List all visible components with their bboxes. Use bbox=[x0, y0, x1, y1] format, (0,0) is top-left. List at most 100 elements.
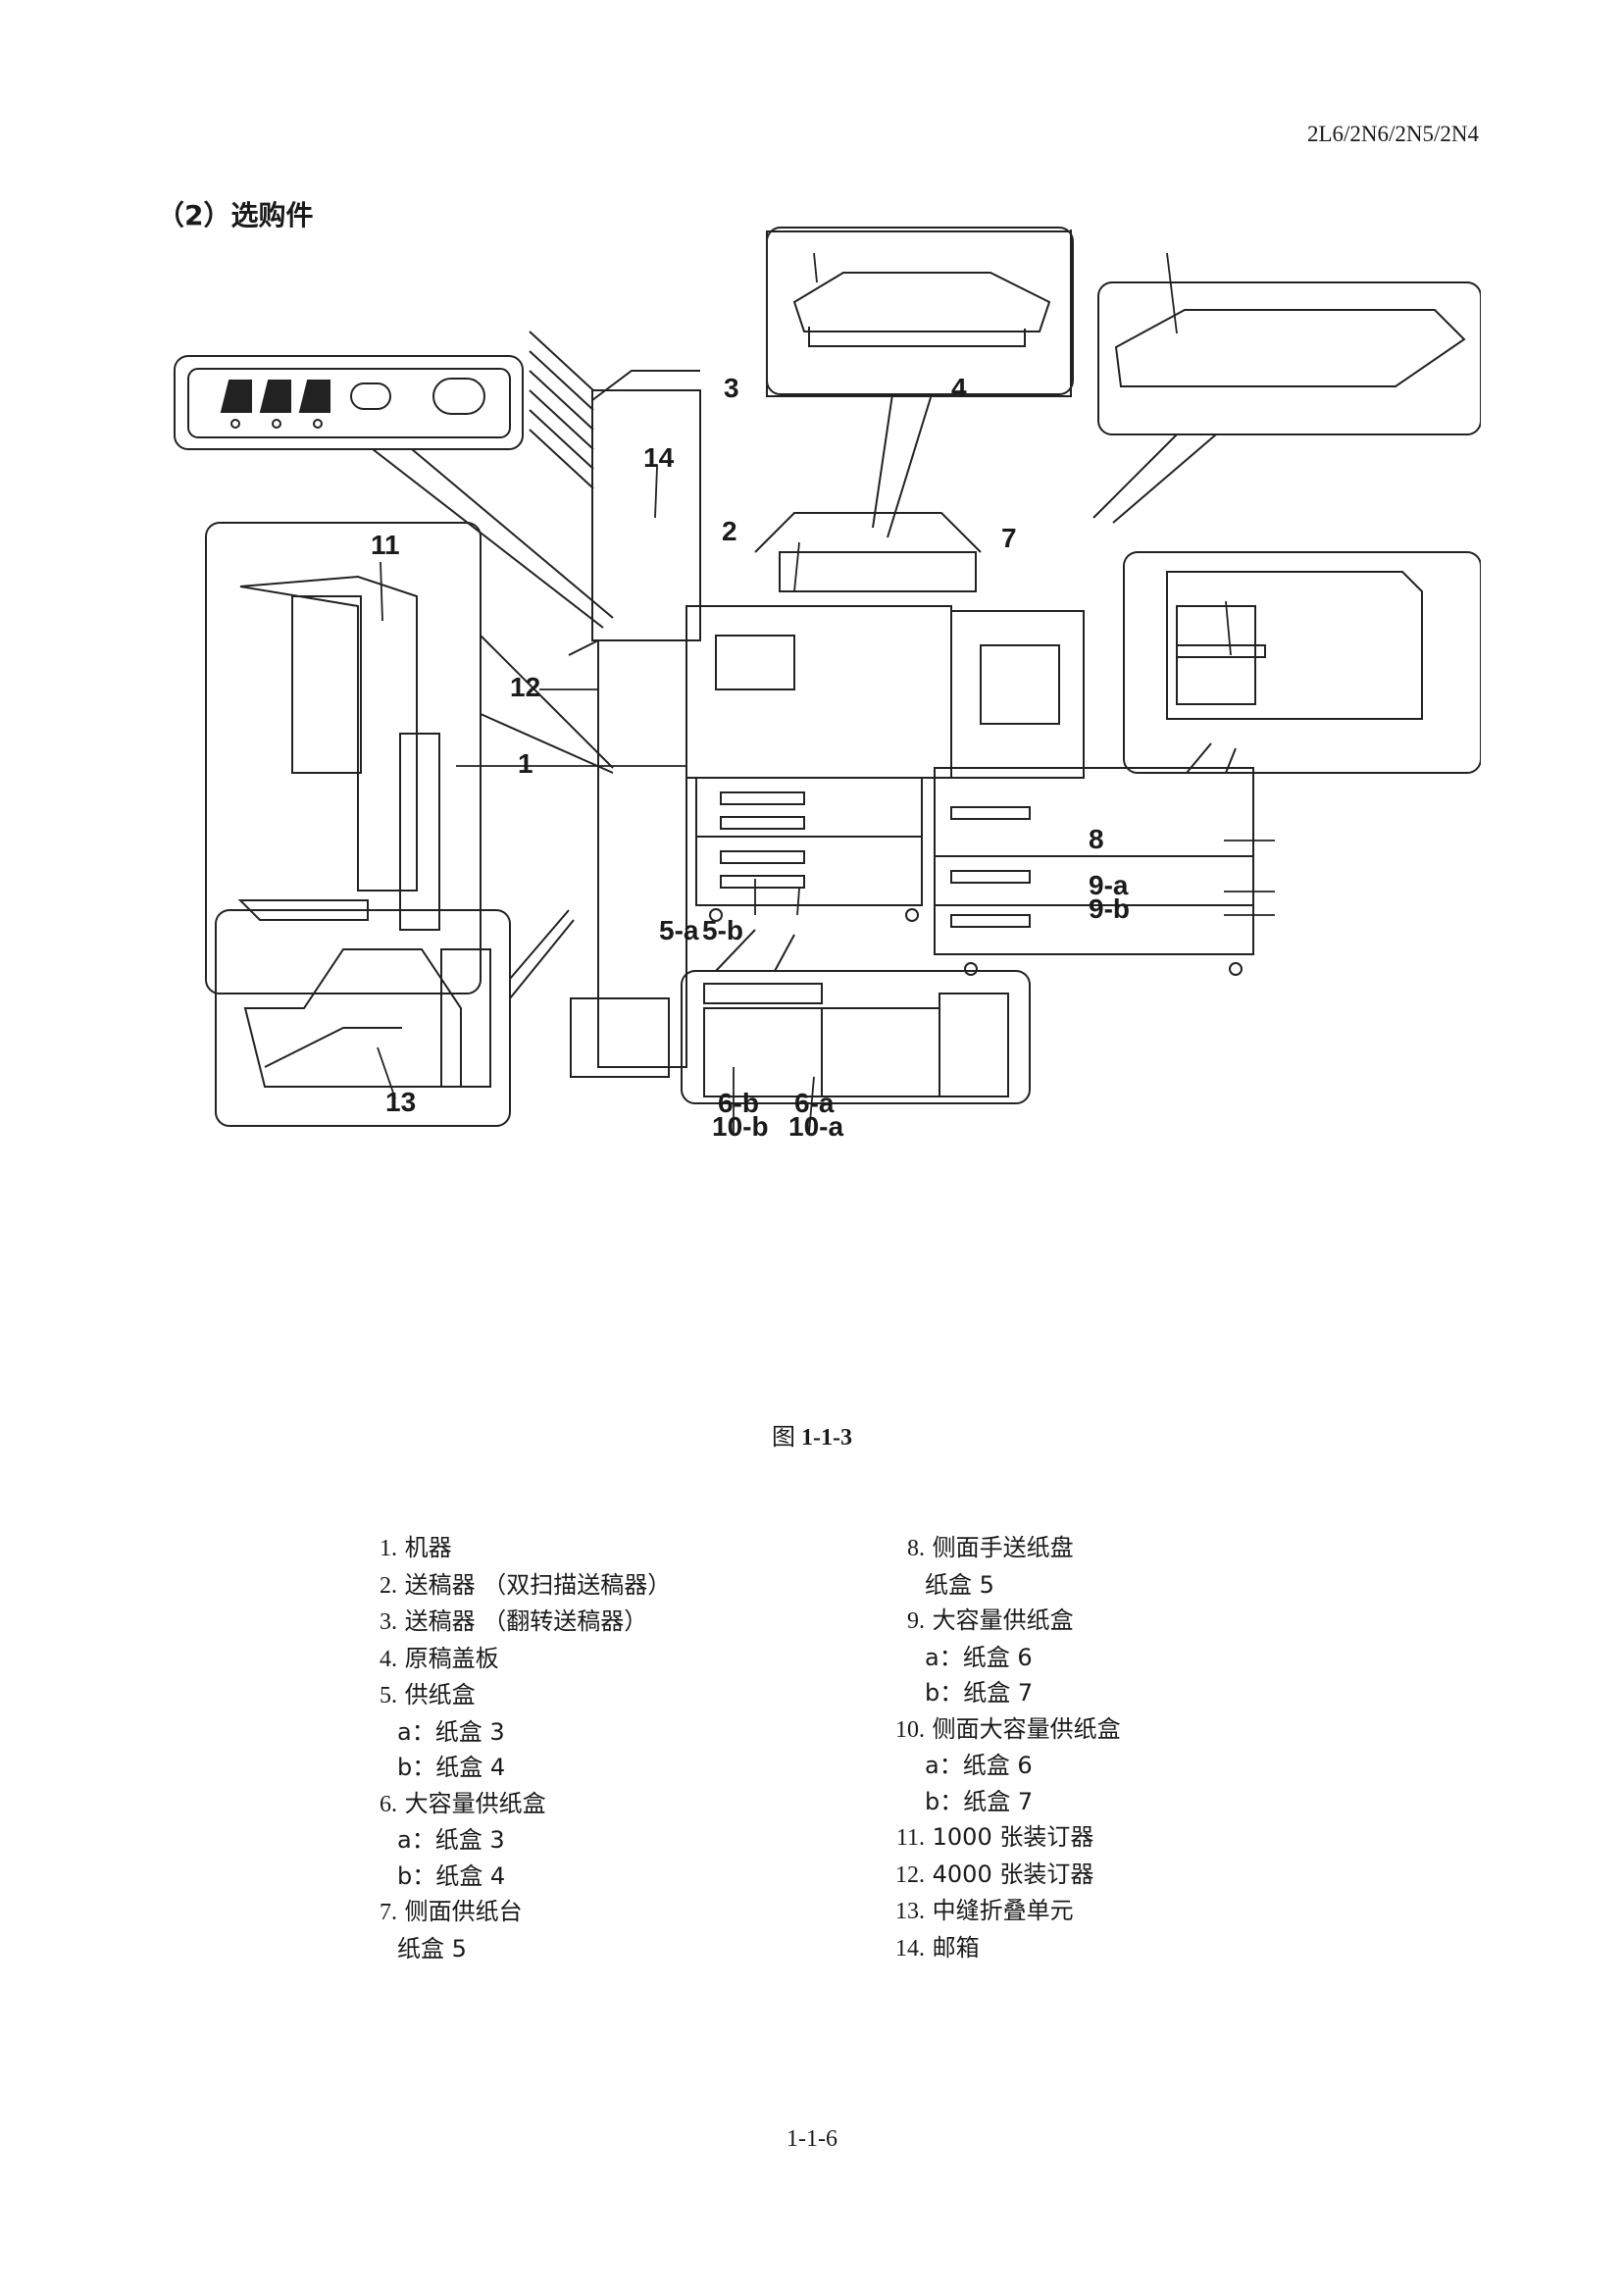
callout-leaders bbox=[377, 252, 1275, 1134]
legend-item: a：纸盒 3 bbox=[368, 1822, 671, 1859]
legend-item-text: a：纸盒 3 bbox=[397, 1717, 505, 1746]
callout-3: 3 bbox=[724, 373, 739, 403]
callout-5a: 5-a bbox=[659, 915, 699, 945]
legend-item: b：纸盒 4 bbox=[368, 1859, 671, 1895]
legend-item: b：纸盒 4 bbox=[368, 1750, 671, 1786]
legend-item-text: 侧面大容量供纸盒 bbox=[932, 1714, 1121, 1743]
caption-number: 1-1-3 bbox=[801, 1425, 852, 1451]
legend-item-text: b：纸盒 7 bbox=[925, 1679, 1034, 1707]
options-figure: 1 2 3 4 5-a 5-b 6-a 6-b 7 8 9-a 9-b 10-a… bbox=[167, 224, 1482, 1381]
callout-12: 12 bbox=[510, 672, 540, 702]
legend-item-text: 送稿器 （双扫描送稿器） bbox=[404, 1570, 672, 1599]
legend-item-text: 中缝折叠单元 bbox=[932, 1897, 1074, 1924]
legend-item-text: 4000 张装订器 bbox=[932, 1860, 1094, 1888]
callout-9b: 9-b bbox=[1089, 893, 1130, 924]
legend-item: 7. 侧面供纸台 bbox=[368, 1894, 671, 1931]
side-feeder-panel bbox=[1123, 551, 1482, 774]
callout-1: 1 bbox=[518, 748, 533, 779]
legend-item-text: 纸盒 5 bbox=[397, 1934, 467, 1963]
legend-item-number: 9. bbox=[907, 1608, 925, 1634]
callout-4: 4 bbox=[951, 373, 967, 403]
callout-11: 11 bbox=[371, 530, 400, 560]
legend-item: 2. 送稿器 （双扫描送稿器） bbox=[368, 1567, 671, 1605]
main-machine bbox=[529, 331, 1254, 1078]
callout-14: 14 bbox=[643, 442, 675, 473]
figure-caption: 图 1-1-3 bbox=[0, 1417, 1624, 1452]
legend-item-number: 10. bbox=[895, 1716, 925, 1743]
legend-item-text: a：纸盒 3 bbox=[397, 1826, 505, 1854]
legend-item-number: 3. bbox=[380, 1609, 397, 1635]
callout-10a: 10-a bbox=[788, 1111, 843, 1142]
callout-6a: 6-a bbox=[794, 1088, 835, 1118]
section-title: （2）选购件 bbox=[157, 199, 314, 231]
callout-9a: 9-a bbox=[1089, 870, 1129, 900]
legend-item: 8. 侧面手送纸盘 bbox=[868, 1530, 1121, 1567]
legend-item: 9. 大容量供纸盒 bbox=[868, 1603, 1121, 1640]
original-cover-panel bbox=[1092, 281, 1482, 524]
mailbox-indicator-panel bbox=[174, 355, 614, 629]
legend-item: 纸盒 5 bbox=[368, 1931, 671, 1967]
legend-item: 11. 1000 张装订器 bbox=[868, 1819, 1121, 1857]
options-illustration: 1 2 3 4 5-a 5-b 6-a 6-b 7 8 9-a 9-b 10-a… bbox=[174, 227, 1482, 1142]
legend-item: 5. 供纸盒 bbox=[368, 1677, 671, 1714]
legend-item-number: 4. bbox=[380, 1646, 397, 1672]
legend-item-text: a：纸盒 6 bbox=[925, 1752, 1033, 1779]
finisher-1000-panel bbox=[205, 522, 614, 994]
legend-item-text: 机器 bbox=[404, 1534, 452, 1561]
legend-item-text: 原稿盖板 bbox=[404, 1644, 499, 1672]
callout-5b: 5-b bbox=[702, 915, 743, 945]
legend-item-text: 大容量供纸盒 bbox=[404, 1789, 546, 1817]
legend-item: 13. 中缝折叠单元 bbox=[868, 1893, 1121, 1930]
page-number: 1-1-6 bbox=[787, 2126, 837, 2152]
legend-item: 6. 大容量供纸盒 bbox=[368, 1786, 671, 1823]
legend-item: 12. 4000 张装订器 bbox=[868, 1857, 1121, 1894]
saddle-fold-panel bbox=[215, 909, 575, 1127]
callout-6b: 6-b bbox=[718, 1088, 759, 1118]
caption-prefix: 图 bbox=[772, 1423, 795, 1451]
callout-numbers: 1 2 3 4 5-a 5-b 6-a 6-b 7 8 9-a 9-b 10-a… bbox=[371, 373, 1130, 1142]
legend-item: 纸盒 5 bbox=[868, 1567, 1121, 1604]
legend-item-number: 1. bbox=[380, 1536, 397, 1561]
legend-item-text: 供纸盒 bbox=[404, 1681, 476, 1708]
callout-13: 13 bbox=[385, 1087, 416, 1117]
legend-item-number: 11. bbox=[895, 1825, 925, 1851]
legend-item: 1. 机器 bbox=[368, 1530, 671, 1567]
legend-item: b：纸盒 7 bbox=[868, 1784, 1121, 1820]
legend-item: a：纸盒 6 bbox=[868, 1640, 1121, 1676]
legend-item-number: 12. bbox=[895, 1861, 925, 1888]
callout-10b: 10-b bbox=[712, 1111, 769, 1142]
legend-item-number: 14. bbox=[895, 1935, 925, 1962]
legend-item-number: 8. bbox=[907, 1536, 925, 1561]
legend-item: 3. 送稿器 （翻转送稿器） bbox=[368, 1604, 671, 1641]
callout-8: 8 bbox=[1089, 824, 1104, 854]
legend-item: 10. 侧面大容量供纸盒 bbox=[868, 1711, 1121, 1749]
legend-item-text: b：纸盒 4 bbox=[397, 1754, 506, 1781]
legend-item-text: 侧面手送纸盘 bbox=[932, 1534, 1074, 1561]
reversing-adf-panel bbox=[766, 227, 1074, 538]
document-model-code: 2L6/2N6/2N5/2N4 bbox=[1306, 122, 1479, 146]
legend-item-number: 6. bbox=[380, 1791, 397, 1817]
legend-item-text: 1000 张装订器 bbox=[932, 1823, 1094, 1851]
callout-2: 2 bbox=[722, 516, 737, 546]
legend-item-text: 大容量供纸盒 bbox=[932, 1606, 1074, 1634]
legend-item: a：纸盒 3 bbox=[368, 1714, 671, 1751]
legend-item: 4. 原稿盖板 bbox=[368, 1641, 671, 1678]
legend-item-number: 5. bbox=[380, 1683, 397, 1708]
callout-7: 7 bbox=[1001, 523, 1017, 553]
legend-item-text: b：纸盒 7 bbox=[925, 1787, 1034, 1815]
legend-item-text: 邮箱 bbox=[932, 1933, 980, 1962]
large-capacity-feeder-panel bbox=[681, 929, 1031, 1104]
legend-item-number: 7. bbox=[380, 1900, 397, 1925]
legend-item: b：纸盒 7 bbox=[868, 1675, 1121, 1711]
legend-item-number: 13. bbox=[895, 1899, 925, 1924]
legend-item-text: 送稿器 （翻转送稿器） bbox=[404, 1607, 648, 1635]
legend-item-text: 纸盒 5 bbox=[925, 1570, 994, 1599]
legend-item-text: a：纸盒 6 bbox=[925, 1643, 1033, 1671]
legend-item-text: 侧面供纸台 bbox=[404, 1898, 523, 1925]
legend-item: 14. 邮箱 bbox=[868, 1930, 1121, 1967]
legend-item: a：纸盒 6 bbox=[868, 1748, 1121, 1784]
legend-item-number: 2. bbox=[380, 1572, 397, 1599]
legend-item-text: b：纸盒 4 bbox=[397, 1861, 506, 1890]
